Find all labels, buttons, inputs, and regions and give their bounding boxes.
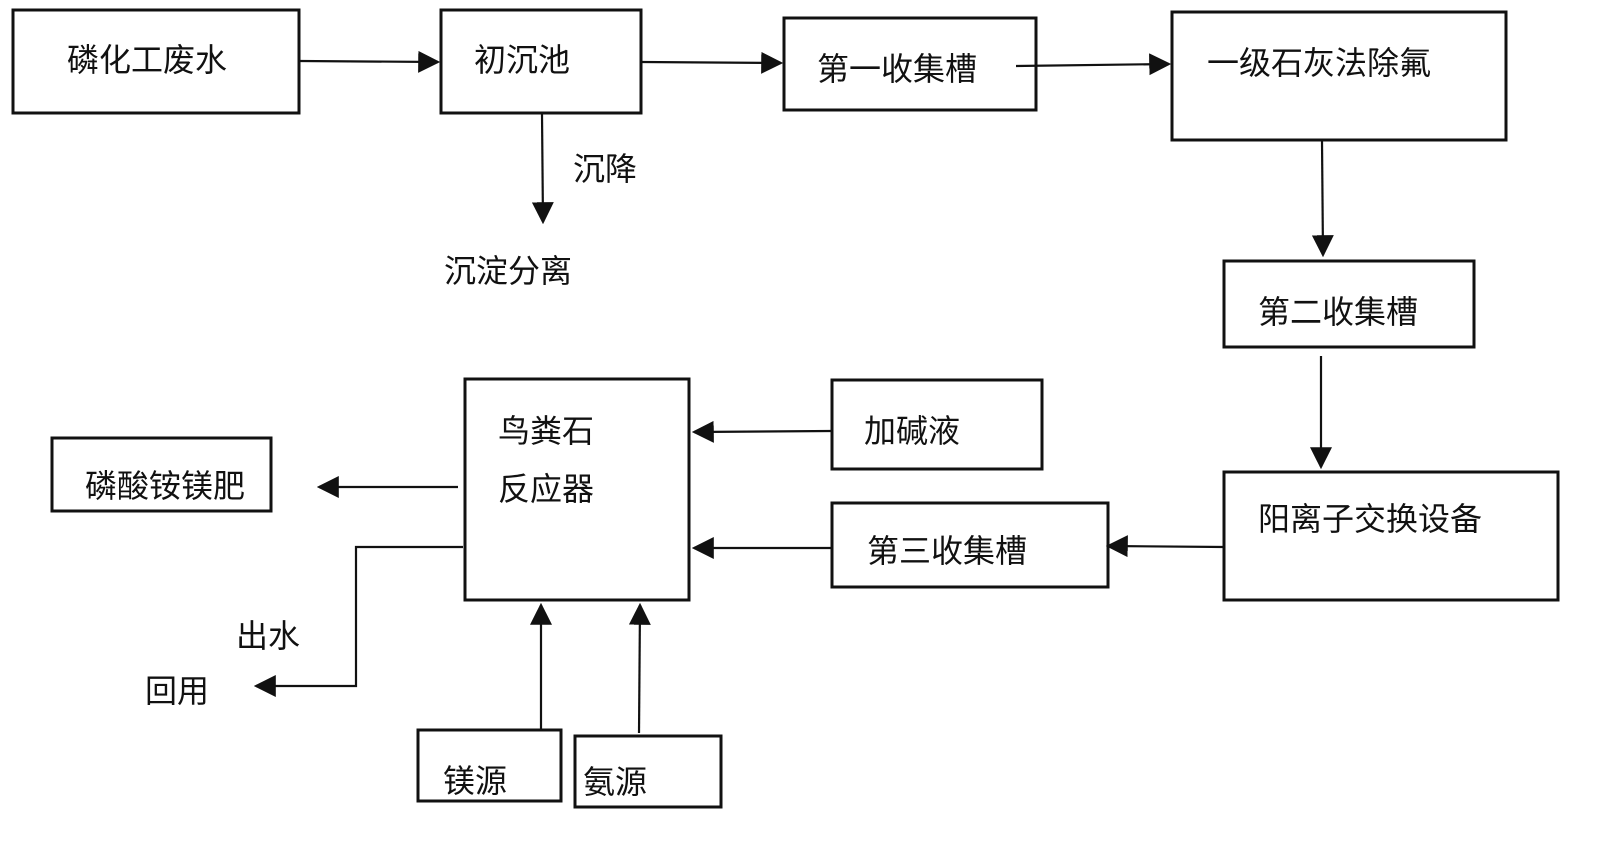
node-fertilizer: 磷酸铵镁肥 bbox=[50, 436, 273, 513]
node-ammonia-label: 氨源 bbox=[583, 763, 647, 801]
node-wastewater: 磷化工废水 bbox=[11, 8, 301, 115]
node-primary-tank-label: 初沉池 bbox=[474, 41, 570, 79]
node-fertilizer-label: 磷酸铵镁肥 bbox=[85, 467, 245, 505]
node-collect-3: 第三收集槽 bbox=[830, 501, 1110, 589]
node-collect-3-label: 第三收集槽 bbox=[867, 532, 1027, 570]
node-collect-1: 第一收集槽 bbox=[782, 16, 1038, 112]
label-outflow: 出水 bbox=[236, 617, 300, 655]
arrow-cation-exchange-to-collect-3 bbox=[1105, 535, 1225, 558]
node-alkali-label: 加碱液 bbox=[864, 412, 960, 450]
arrow-primary-tank-to-separation bbox=[531, 113, 554, 225]
arrow-collect-1-to-lime-defluor bbox=[1015, 53, 1172, 76]
node-collect-1-label: 第一收集槽 bbox=[817, 50, 977, 88]
label-reuse: 回用 bbox=[145, 672, 209, 710]
node-collect-2: 第二收集槽 bbox=[1222, 259, 1476, 349]
arrow-alkali-to-reactor bbox=[691, 420, 832, 443]
node-struvite-reactor: 鸟粪石 反应器 bbox=[463, 377, 691, 602]
node-struvite-label-line2: 反应器 bbox=[498, 470, 594, 508]
arrow-lime-defluor-to-collect-2 bbox=[1311, 140, 1334, 258]
node-magnesium-label: 镁源 bbox=[443, 762, 507, 800]
node-lime-defluor: 一级石灰法除氟 bbox=[1170, 10, 1508, 142]
node-ammonia: 氨源 bbox=[573, 734, 723, 809]
node-wastewater-label: 磷化工废水 bbox=[67, 41, 227, 79]
node-magnesium: 镁源 bbox=[416, 728, 563, 803]
arrow-ammonia-to-reactor bbox=[628, 602, 651, 734]
arrow-wastewater-to-primary-tank bbox=[299, 50, 441, 73]
node-struvite-label-line1: 鸟粪石 bbox=[498, 412, 594, 450]
arrow-primary-tank-to-collect-1 bbox=[641, 51, 784, 74]
node-cation-exchange: 阳离子交换设备 bbox=[1222, 470, 1560, 602]
node-collect-2-label: 第二收集槽 bbox=[1258, 293, 1418, 331]
node-alkali: 加碱液 bbox=[830, 378, 1044, 471]
node-primary-tank: 初沉池 bbox=[439, 8, 643, 115]
label-separation: 沉淀分离 bbox=[444, 252, 572, 290]
arrow-reactor-outflow-to-reuse bbox=[253, 545, 463, 697]
label-settle: 沉降 bbox=[573, 150, 637, 188]
node-lime-defluor-label: 一级石灰法除氟 bbox=[1207, 44, 1431, 82]
node-cation-exchange-label: 阳离子交换设备 bbox=[1258, 500, 1482, 538]
